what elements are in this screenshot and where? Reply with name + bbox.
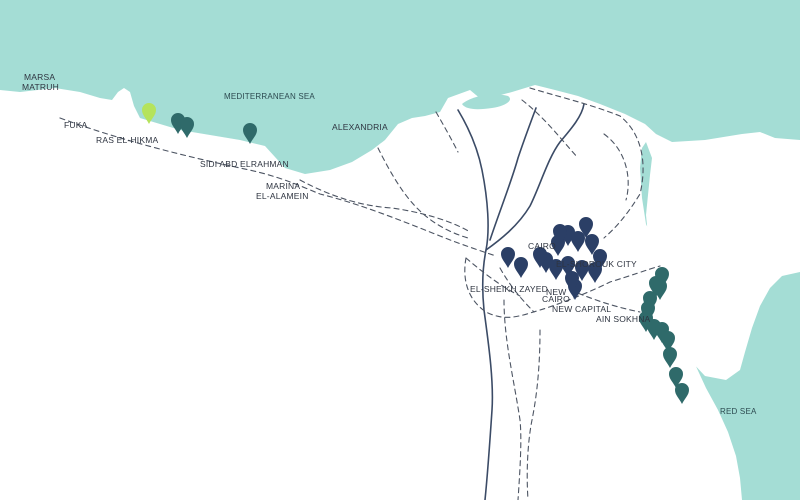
label-marsa-matruh-line2: MATRUH: [22, 82, 59, 92]
label-ain-sokhna: AIN SOKHNA: [596, 314, 651, 324]
lake: [462, 94, 511, 110]
label-marina-line2: EL-ALAMEIN: [256, 191, 309, 201]
nile-branch-center: [489, 107, 537, 241]
label-new-capital: NEW CAPITAL: [552, 304, 611, 314]
label-new-cairo-line2: CAIRO: [542, 294, 570, 304]
label-el-shorouk-city: EL-SHOROUK CITY: [556, 259, 637, 269]
road-network: [59, 87, 661, 500]
label-red-sea: RED SEA: [720, 407, 757, 416]
label-sidi-abd-elrahman: SIDI ABD ELRAHMAN: [200, 159, 289, 169]
label-marsa-matruh-line1: MARSA: [24, 72, 55, 82]
label-alexandria: ALEXANDRIA: [332, 122, 388, 132]
label-ras-el-hikma: RAS EL-HIKMA: [96, 135, 159, 145]
label-el-sheikh-zayed: EL-SHEIKH ZAYED: [470, 284, 548, 294]
label-cairo: CAIRO: [528, 241, 556, 251]
label-marina-line1: MARINA: [266, 181, 300, 191]
land-mass: [0, 85, 800, 500]
label-mediterranean-sea: MEDITERRANEAN SEA: [224, 92, 315, 101]
map-labels: MARSA MATRUH FUKA RAS EL-HIKMA MEDITERRA…: [22, 72, 757, 416]
label-fuka: FUKA: [64, 120, 88, 130]
nile-river: [457, 109, 494, 500]
label-new-cairo-line1: NEW: [546, 287, 566, 297]
nile-branch-east: [485, 103, 585, 251]
